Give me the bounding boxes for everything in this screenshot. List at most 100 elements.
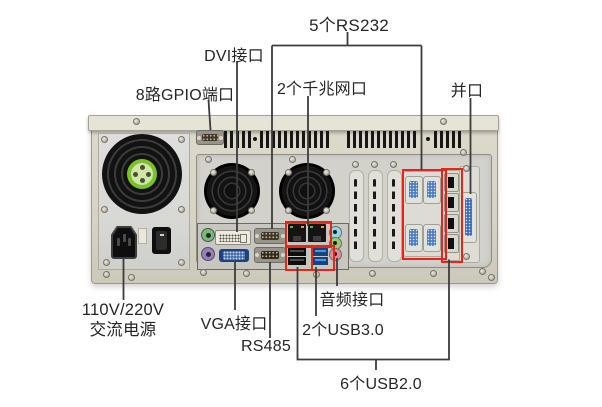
screw xyxy=(103,271,110,278)
slot-vent xyxy=(373,179,377,253)
label-rs232: 5个RS232 xyxy=(309,16,389,35)
rj45-clip xyxy=(313,235,321,241)
screw xyxy=(128,274,135,281)
screw xyxy=(205,156,212,163)
jack-hole xyxy=(333,252,337,256)
label-gpio: 8路GPIO端口 xyxy=(135,87,235,104)
label-parallel: 并口 xyxy=(450,83,484,100)
jack-hole xyxy=(333,241,337,245)
screw xyxy=(210,169,217,176)
chassis-top-flange xyxy=(88,115,499,131)
screw xyxy=(479,268,486,275)
usb-slot xyxy=(448,176,454,188)
rs232-port-card xyxy=(423,176,441,204)
jack-hole xyxy=(333,230,337,234)
screw xyxy=(103,259,110,266)
ps2-mouse-port xyxy=(201,228,215,242)
screw xyxy=(210,207,217,214)
screw xyxy=(248,207,255,214)
ac-pin xyxy=(117,238,120,246)
rj45-clip xyxy=(293,235,301,241)
vent-slots xyxy=(224,131,251,148)
screw xyxy=(285,207,292,214)
expansion-slot-cover xyxy=(349,170,364,262)
hub-hole xyxy=(146,171,151,177)
screw xyxy=(488,274,495,281)
ac-pin xyxy=(122,234,126,242)
usb-tongue xyxy=(315,249,326,252)
slot-vent xyxy=(354,179,358,253)
screw xyxy=(289,156,296,163)
psu-sticker xyxy=(138,228,147,244)
label-ac-power-line2: 交流电源 xyxy=(89,321,157,340)
psu-fan-hub xyxy=(127,159,157,189)
screw xyxy=(440,118,447,125)
highlight-usb2-card-ports xyxy=(441,168,463,263)
vent-slots xyxy=(260,131,330,148)
usb2-port-card xyxy=(444,173,459,192)
highlight-lan-ports xyxy=(285,221,332,248)
vga-port xyxy=(219,249,249,262)
ps2-hole xyxy=(205,232,211,238)
vent-dot xyxy=(253,137,257,141)
screw xyxy=(101,136,108,143)
usb3-port xyxy=(313,248,328,256)
screw xyxy=(133,118,140,125)
db25-pins xyxy=(465,198,472,236)
label-ac-power: 110V/220V 交流电源 xyxy=(82,300,164,340)
db9-pins xyxy=(261,232,279,240)
screw xyxy=(200,269,207,276)
db9-pins xyxy=(261,251,279,259)
dvi-pins xyxy=(219,233,240,242)
db9-pins xyxy=(427,181,436,198)
hub-hole xyxy=(139,178,145,183)
screw xyxy=(323,207,330,214)
gpio-port xyxy=(196,130,224,145)
screw xyxy=(285,169,292,176)
screw xyxy=(460,149,467,156)
parallel-port xyxy=(461,192,477,243)
screw xyxy=(313,271,320,278)
label-gigabit-lan: 2个千兆网口 xyxy=(276,81,368,98)
power-switch xyxy=(152,227,171,254)
screw xyxy=(323,169,330,176)
dvi-port xyxy=(215,230,251,245)
usb-slot xyxy=(448,237,454,249)
vent-dot xyxy=(426,137,430,141)
usb2-port xyxy=(288,248,306,256)
screw xyxy=(430,270,437,277)
usb-tongue xyxy=(290,249,304,252)
label-usb3: 2个USB3.0 xyxy=(302,322,384,339)
expansion-slot-cover xyxy=(368,170,383,262)
usb-slot xyxy=(448,196,454,208)
rs232-port-card xyxy=(423,224,441,252)
slot-vent xyxy=(392,179,396,253)
power-switch-rocker xyxy=(156,231,167,250)
ps2-keyboard-port xyxy=(201,247,215,261)
screw xyxy=(178,136,185,143)
usb2-port-card xyxy=(444,234,459,253)
highlight-usb3-ports xyxy=(311,245,335,271)
label-audio: 音频接口 xyxy=(319,292,385,309)
label-usb2: 6个USB2.0 xyxy=(340,376,422,393)
usb-slot xyxy=(448,217,454,229)
label-rs485: RS485 xyxy=(241,338,291,355)
highlight-usb2-ports xyxy=(285,245,313,271)
ac-inlet-socket xyxy=(113,228,135,257)
ac-pin xyxy=(128,238,131,246)
screw xyxy=(463,165,470,172)
screw xyxy=(178,206,185,213)
db9-pins xyxy=(427,229,436,246)
screw xyxy=(101,206,108,213)
screw xyxy=(178,259,185,266)
screw xyxy=(463,253,470,260)
usb2-port-card xyxy=(444,214,459,233)
rs232-port-onboard xyxy=(254,228,286,244)
psu-fan-hub-center xyxy=(131,163,153,185)
ac-power-inlet xyxy=(111,226,137,259)
label-vga: VGA接口 xyxy=(200,316,268,333)
power-switch-mark xyxy=(160,234,164,236)
db9-pins xyxy=(409,229,418,246)
screw xyxy=(248,169,255,176)
label-ac-power-line1: 110V/220V xyxy=(81,301,165,319)
